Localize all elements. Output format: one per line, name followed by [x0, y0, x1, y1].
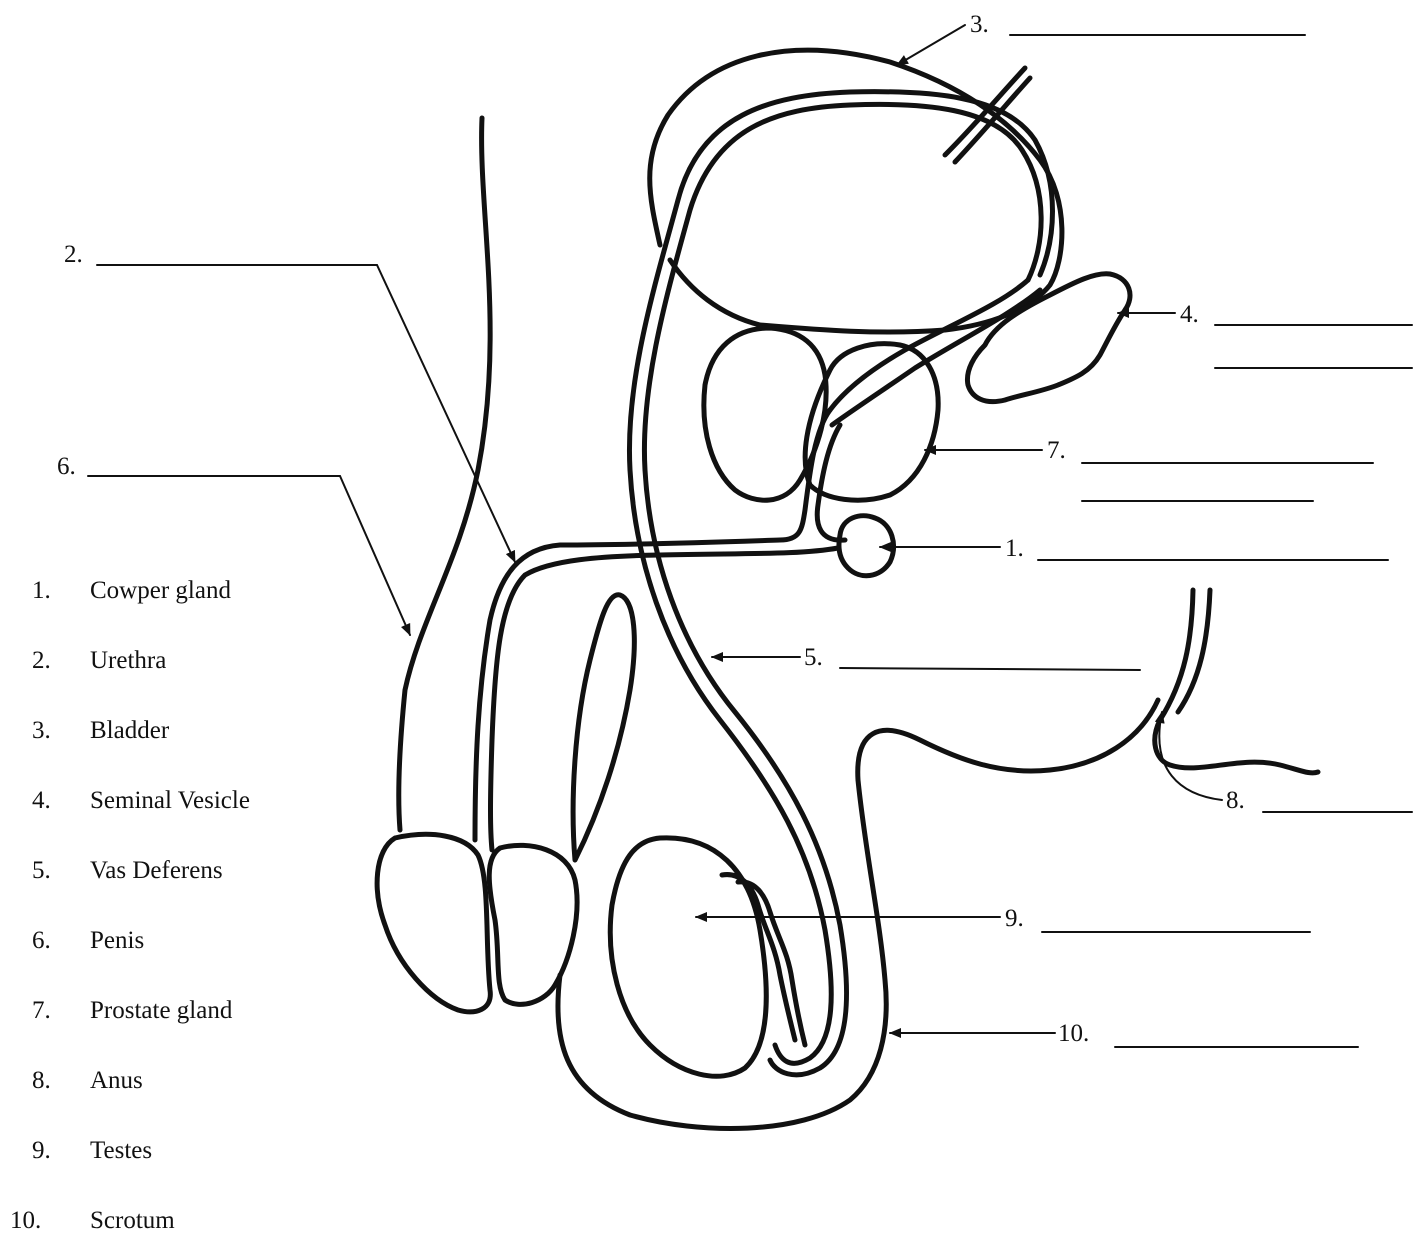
legend-term: Vas Deferens: [90, 857, 223, 885]
leader-2: [97, 265, 515, 562]
legend-num: 5.: [32, 857, 90, 885]
callout-2: 2.: [64, 241, 83, 268]
callout-4: 4.: [1180, 301, 1199, 328]
legend-item: 8.Anus: [32, 1067, 143, 1095]
penis-shaft-shape: [573, 595, 634, 860]
legend-item: 9.Testes: [32, 1137, 152, 1165]
legend-term: Scrotum: [90, 1207, 175, 1235]
callout-5: 5.: [804, 644, 823, 671]
legend-item: 2.Urethra: [32, 647, 166, 675]
legend-num: 6.: [32, 927, 90, 955]
legend-item: 6.Penis: [32, 927, 144, 955]
callout-6: 6.: [57, 453, 76, 480]
callout-1: 1.: [1005, 535, 1024, 562]
callout-8: 8.: [1226, 787, 1245, 814]
callout-3: 3.: [970, 11, 989, 38]
glans-shape: [377, 834, 490, 1011]
leader-3: [897, 25, 965, 65]
legend-num: 1.: [32, 577, 90, 605]
rectum-line: [1155, 590, 1318, 773]
legend-term: Bladder: [90, 717, 169, 745]
epididymis-shape-2: [738, 882, 805, 1045]
legend-item: 4.Seminal Vesicle: [32, 787, 250, 815]
legend-num: 10.: [10, 1207, 90, 1235]
leader-6: [88, 476, 410, 635]
urethra-inner: [817, 425, 845, 540]
legend-item: 5.Vas Deferens: [32, 857, 223, 885]
leader-8: [1159, 712, 1222, 800]
foreskin-shape: [489, 845, 577, 1004]
epididymis-shape: [722, 875, 795, 1040]
legend-item: 1.Cowper gland: [32, 577, 231, 605]
legend-num: 3.: [32, 717, 90, 745]
legend-term: Anus: [90, 1067, 143, 1095]
urethra-outer: [475, 410, 830, 840]
legend-term: Cowper gland: [90, 577, 231, 605]
testis-shape: [610, 838, 766, 1076]
callout-9: 9.: [1005, 905, 1024, 932]
legend-term: Seminal Vesicle: [90, 787, 250, 815]
legend-num: 7.: [32, 997, 90, 1025]
legend-num: 8.: [32, 1067, 90, 1095]
callout-10: 10.: [1058, 1020, 1089, 1047]
legend-num: 9.: [32, 1137, 90, 1165]
legend-term: Prostate gland: [90, 997, 232, 1025]
vas-deferens-inner: [644, 104, 1041, 1074]
legend-num: 4.: [32, 787, 90, 815]
legend-term: Penis: [90, 927, 144, 955]
answer-line-5: [840, 668, 1140, 670]
legend-num: 2.: [32, 647, 90, 675]
legend-term: Testes: [90, 1137, 152, 1165]
scrotum-shape: [558, 700, 1158, 1129]
urethra-inner-2: [491, 548, 839, 850]
callout-7: 7.: [1047, 437, 1066, 464]
legend-item: 3.Bladder: [32, 717, 169, 745]
legend-item: 10.Scrotum: [10, 1207, 175, 1235]
legend-item: 7.Prostate gland: [32, 997, 232, 1025]
seminal-vesicle-shape: [967, 274, 1130, 402]
legend-term: Urethra: [90, 647, 166, 675]
cowper-gland-shape: [839, 516, 894, 576]
